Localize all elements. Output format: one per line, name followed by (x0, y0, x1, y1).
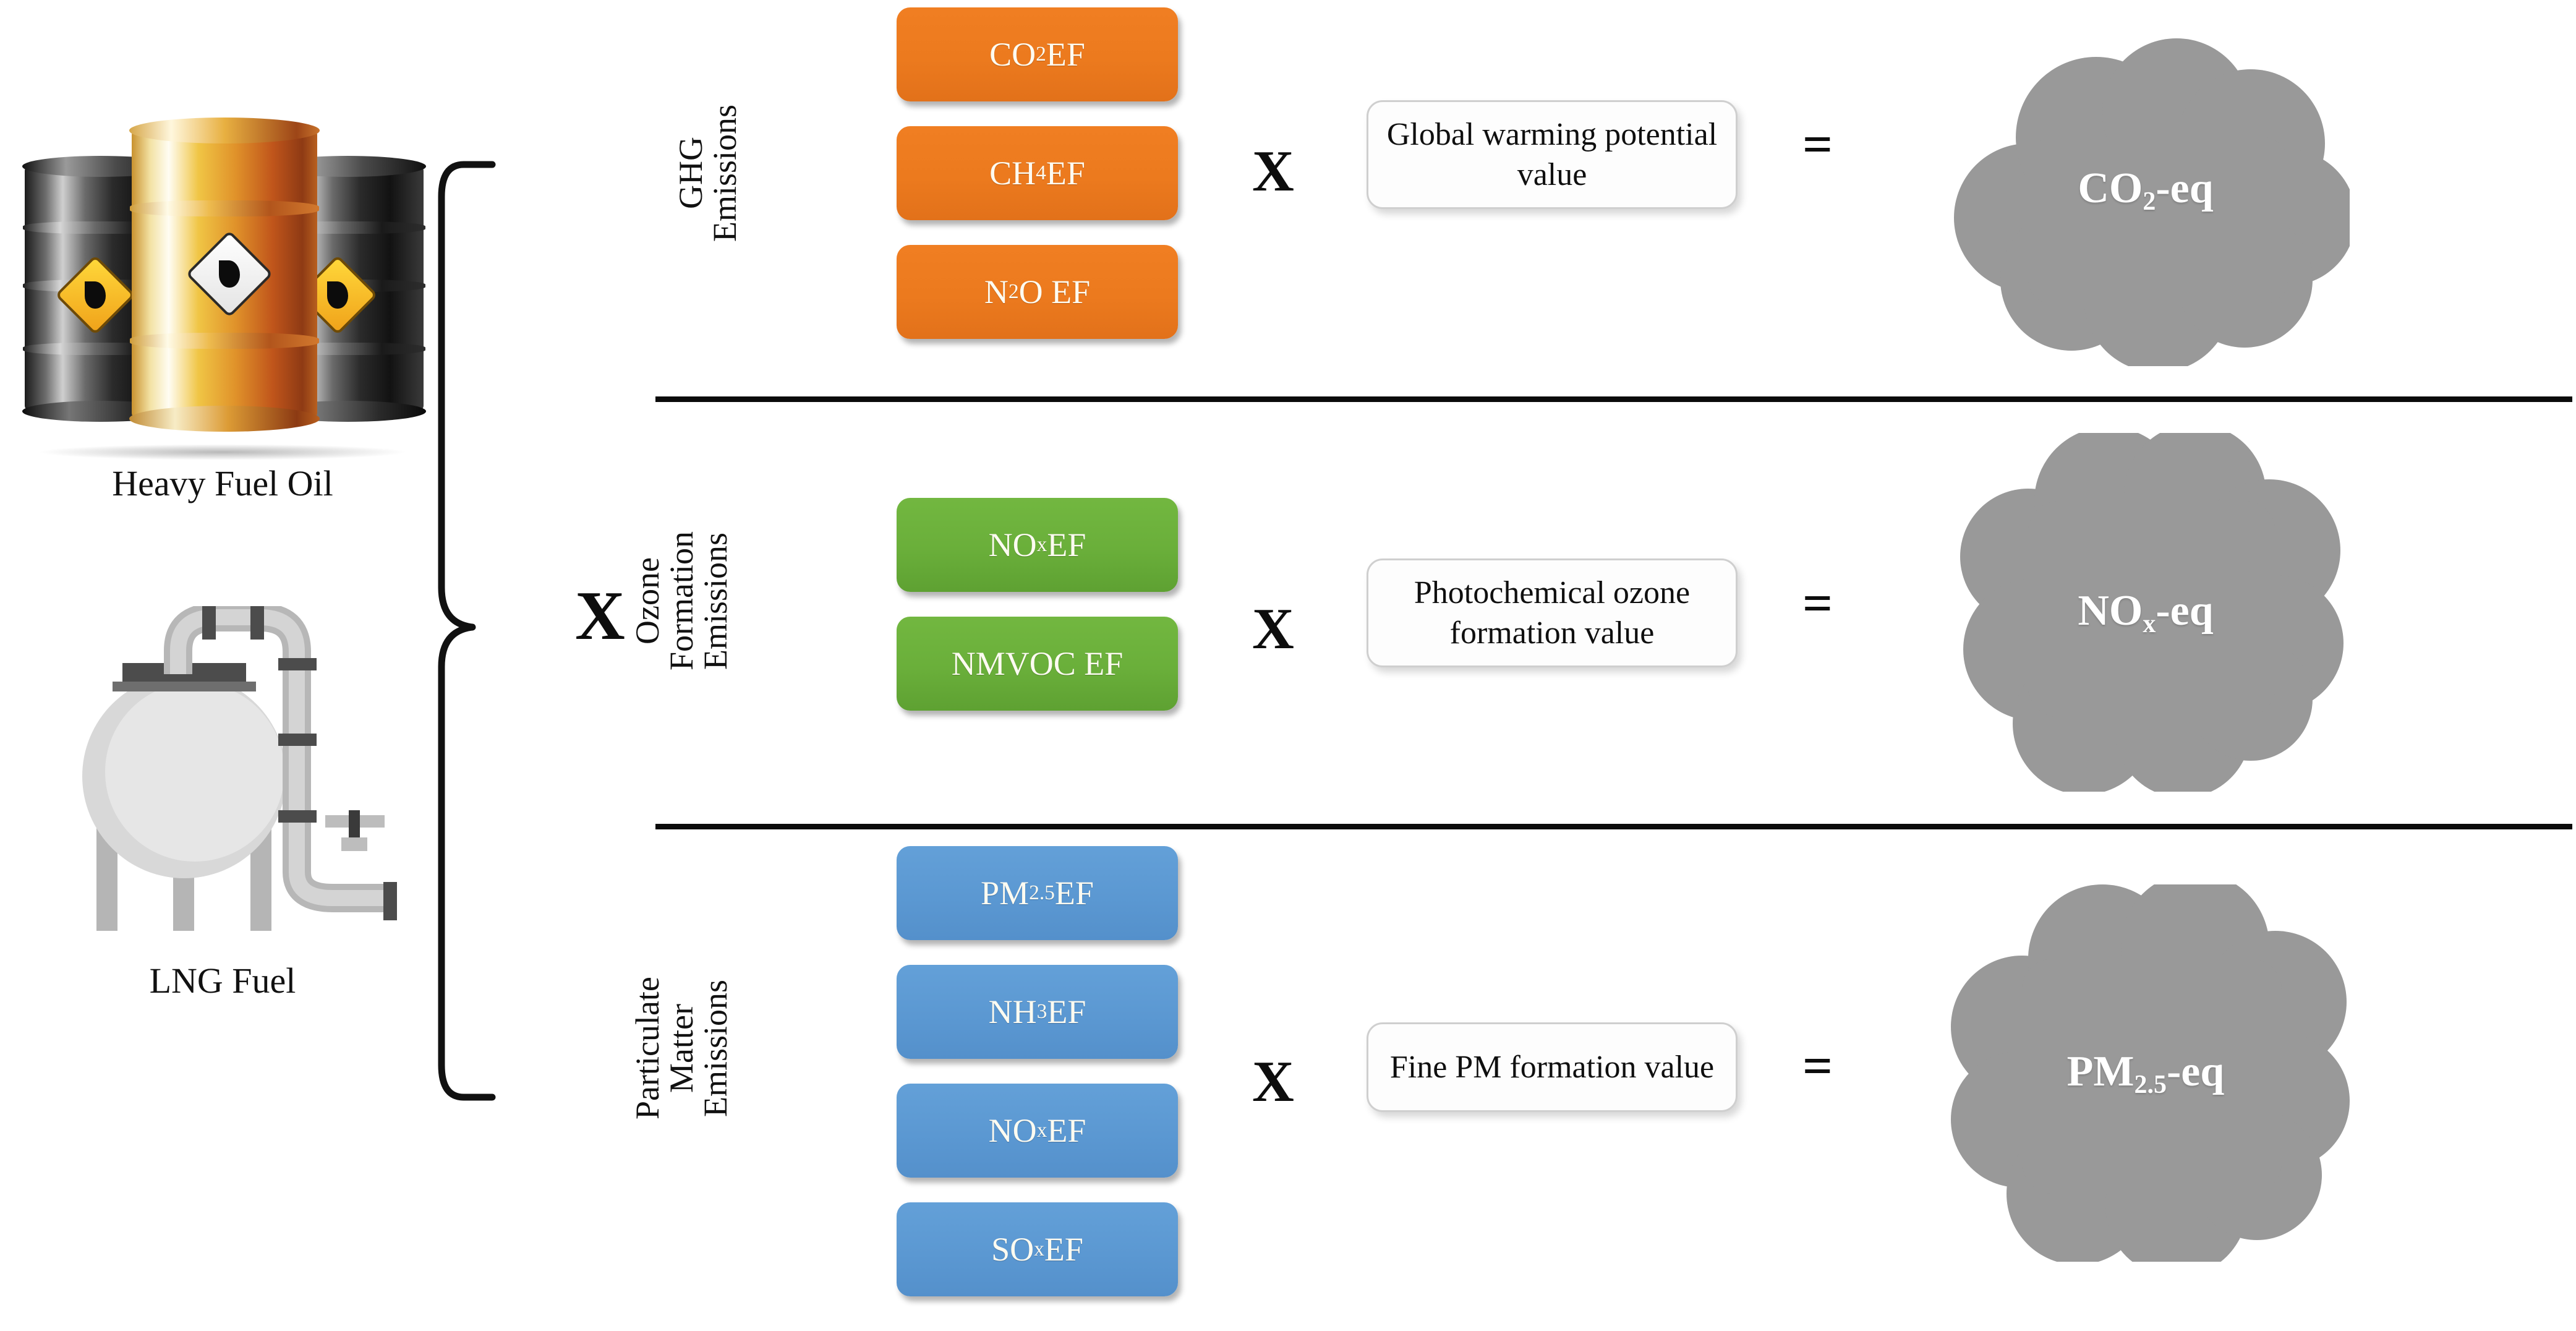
cloud-shape-icon (1960, 424, 2344, 798)
row-divider-2 (655, 824, 2572, 829)
multiply-operator-ozone: X (1252, 597, 1294, 661)
factor-base: NO (988, 526, 1037, 563)
multiply-operator-ghg: X (1252, 139, 1294, 203)
factor-tail: EF (1047, 526, 1086, 563)
drum-rib (130, 333, 319, 349)
multiply-operator-main: X (575, 578, 625, 654)
cloud-shape-icon (1954, 38, 2356, 372)
multiply-operator-particulate: X (1252, 1050, 1294, 1114)
drum-shadow (37, 444, 408, 460)
factor-sub: 2.5 (1029, 881, 1055, 904)
hazard-diamond-icon (186, 230, 273, 318)
equals-operator-particulate: = (1802, 1036, 1833, 1095)
row-label-ghg: GHG Emissions (672, 104, 744, 242)
factor-base: SO (991, 1231, 1034, 1268)
factor-base: NO (988, 1112, 1037, 1149)
oil-drums-icon (12, 105, 433, 460)
result-sub: 2 (2143, 187, 2156, 216)
drum-rib (130, 200, 319, 216)
drum-base (129, 406, 320, 432)
equals-operator-ozone: = (1802, 573, 1833, 633)
result-cloud-ozone: NOx-eq (1948, 424, 2344, 798)
grouping-brace-icon (433, 161, 507, 1101)
factor-tail: EF (1044, 1231, 1083, 1268)
row-label-particulate: Particulate Matter Emissions (629, 977, 735, 1120)
result-sub: x (2143, 609, 2156, 638)
factor-box-nmvoc[interactable]: NMVOC EF (897, 617, 1178, 711)
factor-tail: EF (1047, 993, 1086, 1030)
factor-sub: x (1036, 533, 1047, 556)
oil-drop-icon (327, 281, 348, 309)
factor-sub: 3 (1036, 1000, 1047, 1023)
result-cloud-ghg: CO2-eq (1942, 14, 2356, 372)
result-base: CO (2078, 164, 2143, 212)
factor-tail: EF (1054, 875, 1094, 912)
oil-drum-center (129, 118, 320, 432)
factor-base: CO (989, 36, 1036, 73)
characterization-box-ozone[interactable]: Photochemical ozone formation value (1367, 559, 1738, 667)
result-label-ozone: NOx-eq (1948, 433, 2344, 792)
factor-sub: 2 (1008, 280, 1019, 303)
fuel-label-lng-fuel: LNG Fuel (149, 961, 296, 1001)
factor-base: CH (989, 155, 1036, 192)
factor-base: PM (981, 875, 1030, 912)
cloud-shape-icon (1951, 872, 2350, 1277)
result-tail: -eq (2156, 586, 2214, 635)
hazard-diamond-icon (54, 254, 136, 336)
result-label-ghg: CO2-eq (1942, 14, 2350, 366)
factor-base: NMVOC EF (951, 645, 1124, 682)
characterization-box-ghg[interactable]: Global warming potential value (1367, 100, 1738, 209)
row-divider-1 (655, 396, 2572, 402)
result-sub: 2.5 (2134, 1070, 2167, 1099)
drum-lid (129, 118, 320, 143)
factor-tail: EF (1046, 36, 1085, 73)
result-cloud-particulate: PM2.5-eq (1935, 872, 2356, 1277)
factor-sub: x (1036, 1119, 1047, 1142)
equals-operator-ghg: = (1802, 114, 1833, 174)
result-tail: -eq (2167, 1047, 2225, 1095)
characterization-box-particulate[interactable]: Fine PM formation value (1367, 1022, 1738, 1112)
factor-tail: O EF (1018, 273, 1091, 310)
factor-tail: EF (1046, 155, 1085, 192)
fuel-inputs-column: Heavy Fuel Oil (0, 0, 445, 1331)
factor-sub: 2 (1036, 43, 1046, 66)
factor-base: NH (988, 993, 1037, 1030)
result-base: PM (2066, 1047, 2135, 1095)
lng-tank-svg (82, 603, 397, 931)
fuel-label-heavy-fuel-oil: Heavy Fuel Oil (112, 463, 333, 503)
result-base: NO (2078, 586, 2143, 635)
factor-sub: x (1034, 1238, 1044, 1260)
factor-base: N (984, 273, 1009, 310)
factor-sub: 4 (1036, 161, 1046, 184)
row-label-ozone: Ozone Formation Emissions (629, 531, 735, 671)
factor-tail: EF (1047, 1112, 1086, 1149)
result-label-particulate: PM2.5-eq (1935, 884, 2356, 1262)
oil-drop-icon (85, 281, 106, 309)
oil-drop-icon (219, 260, 240, 288)
result-tail: -eq (2156, 164, 2214, 212)
lng-tank-icon (74, 603, 420, 952)
